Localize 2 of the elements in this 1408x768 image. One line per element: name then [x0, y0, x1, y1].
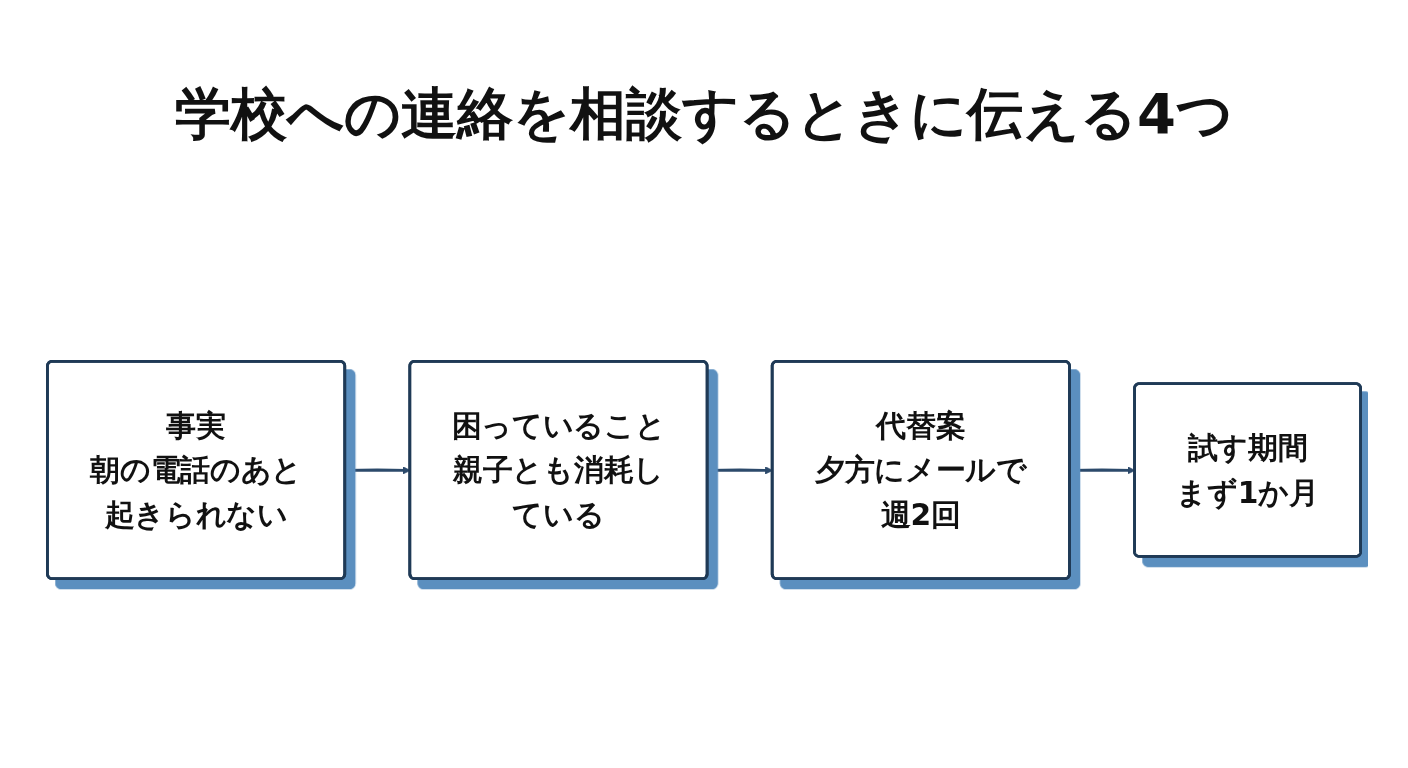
arrow [707, 466, 773, 475]
title: 学校への連絡を相談するときに伝える4つ [175, 80, 1233, 148]
